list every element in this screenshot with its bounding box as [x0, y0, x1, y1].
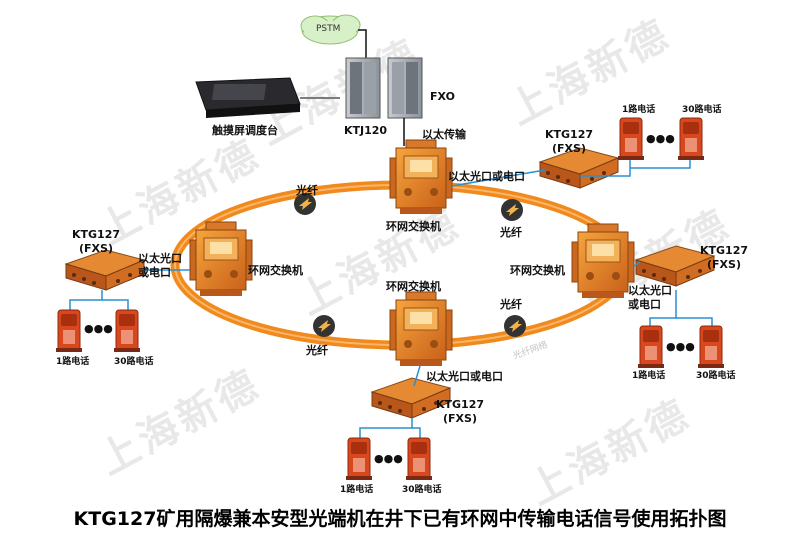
terminal-model-left: KTG127 — [71, 228, 121, 241]
phone-icon — [637, 325, 665, 369]
ring-switch-left — [189, 221, 253, 297]
fiber-label: 光纤 — [500, 298, 522, 311]
phone-first-label: 1路电话 — [622, 105, 656, 115]
rack-label: KTJ120 — [344, 124, 388, 137]
console-label: 触摸屏调度台 — [212, 124, 278, 137]
phone-first-label: 1路电话 — [56, 357, 90, 367]
touchscreen-console — [195, 77, 301, 118]
switch-label-right: 环网交换机 — [510, 264, 565, 277]
terminal-type-top: (FXS) — [552, 142, 586, 155]
phone-first-label: 1路电话 — [340, 485, 374, 495]
port-label-top: 以太光口或电口 — [448, 170, 525, 183]
port-label-left-1: 以太光口 — [138, 252, 182, 265]
phone-first-label: 1路电话 — [632, 371, 666, 381]
phone-icon — [617, 117, 645, 161]
phone-last-label: 30路电话 — [682, 105, 722, 115]
switch-label-top: 环网交换机 — [386, 220, 441, 233]
pstm-label: PSTM — [316, 24, 341, 34]
ethernet-transport-label: 以太传输 — [422, 128, 466, 141]
port-label-right-1: 以太光口 — [628, 284, 672, 297]
ring-switch-top — [389, 139, 453, 215]
phone-icon — [677, 117, 705, 161]
terminal-model-top: KTG127 — [544, 128, 594, 141]
fxs-terminal-left — [65, 249, 145, 291]
terminal-model-right: KTG127 — [699, 244, 749, 257]
port-label-bottom: 以太光口或电口 — [426, 370, 503, 383]
terminal-type-right: (FXS) — [707, 258, 741, 271]
ring-switch-right — [571, 223, 635, 299]
port-label-left-2: 或电口 — [138, 266, 171, 279]
switch-label-bottom: 环网交换机 — [386, 280, 441, 293]
phone-icon — [345, 437, 373, 481]
fiber-label: 光纤 — [296, 184, 318, 197]
phone-last-label: 30路电话 — [114, 357, 154, 367]
ring-switch-bottom — [389, 291, 453, 367]
terminal-model-bottom: KTG127 — [435, 398, 485, 411]
phone-last-label: 30路电话 — [402, 485, 442, 495]
phone-wiring — [69, 160, 713, 438]
terminal-type-left: (FXS) — [79, 242, 113, 255]
fiber-marker-icon — [313, 315, 335, 337]
port-label-right-2: 或电口 — [628, 298, 661, 311]
phone-dots: ●●● — [646, 132, 675, 145]
phone-last-label: 30路电话 — [696, 371, 736, 381]
phone-dots: ●●● — [374, 452, 403, 465]
phone-icon — [697, 325, 725, 369]
phone-icon — [55, 309, 83, 353]
phone-icon — [405, 437, 433, 481]
phone-icon — [113, 309, 141, 353]
pstm-cloud — [300, 14, 361, 45]
phone-dots: ●●● — [666, 340, 695, 353]
fiber-marker-icon — [504, 315, 526, 337]
terminal-type-bottom: (FXS) — [443, 412, 477, 425]
diagram-caption: KTG127矿用隔爆兼本安型光端机在井下已有环网中传输电话信号使用拓扑图 — [73, 508, 727, 530]
switch-label-left: 环网交换机 — [248, 264, 303, 277]
fiber-label: 光纤 — [500, 226, 522, 239]
fiber-marker-icon — [501, 199, 523, 221]
phone-dots: ●●● — [84, 322, 113, 335]
fiber-label: 光纤 — [306, 344, 328, 357]
fxo-label: FXO — [430, 90, 455, 103]
ktj120-rack — [345, 57, 423, 119]
